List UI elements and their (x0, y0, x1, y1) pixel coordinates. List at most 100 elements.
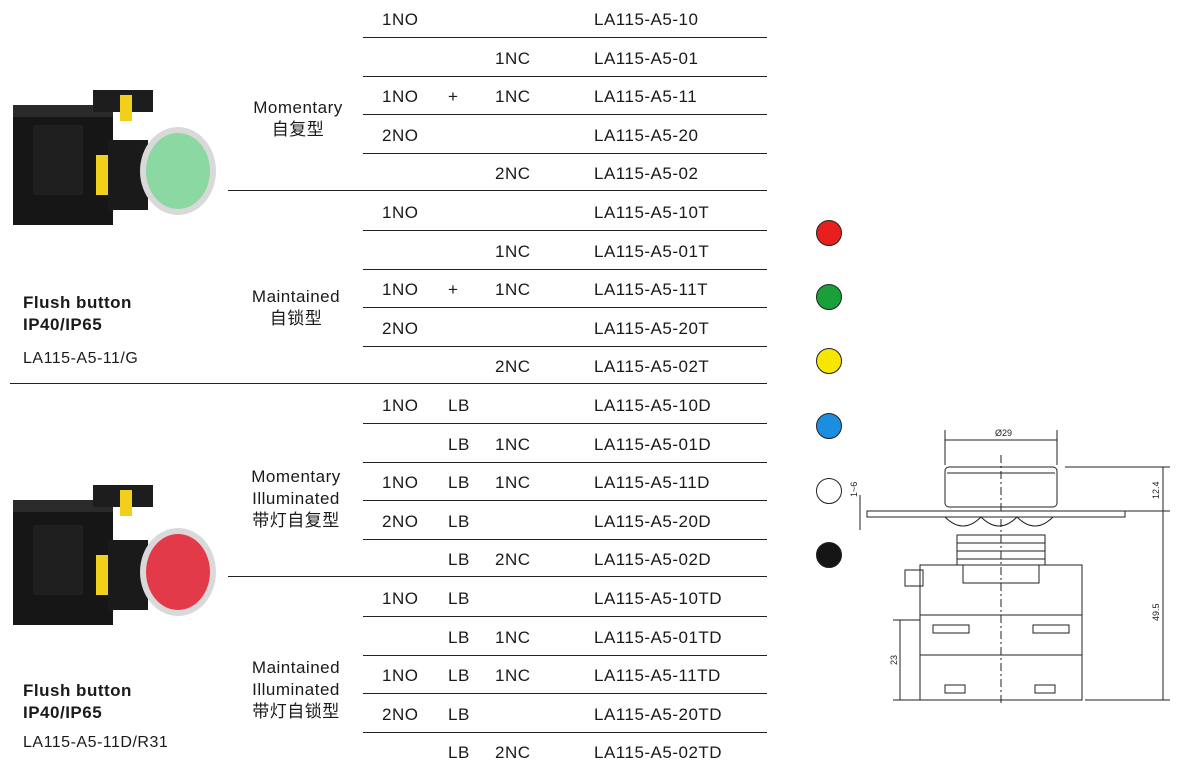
contact-lamp: LB (448, 627, 470, 647)
model-number: LA115-A5-02TD (594, 743, 723, 763)
group-divider (228, 576, 767, 577)
model-number: LA115-A5-01TD (594, 627, 723, 647)
row-divider (363, 37, 767, 38)
contact-no: 2NO (382, 511, 419, 531)
row-divider (363, 153, 767, 154)
row-divider (363, 655, 767, 656)
row-divider (363, 423, 767, 424)
contact-no: 1NO (382, 87, 419, 107)
model-number: LA115-A5-01 (594, 48, 699, 68)
model-number: LA115-A5-02 (594, 164, 699, 184)
product-title: Flush button (23, 293, 132, 312)
dimension-cap-height: 12.4 (1151, 481, 1161, 499)
contact-nc: 1NC (495, 87, 531, 107)
swatch-red (816, 220, 842, 246)
contact-lamp: LB (448, 704, 470, 724)
dimension-total-height: 49.5 (1151, 603, 1161, 621)
model-number: LA115-A5-20T (594, 318, 710, 338)
row-divider (363, 230, 767, 231)
model-number: LA115-A5-11TD (594, 666, 721, 686)
dimension-drawing: Ø29 1~6 12.4 49.5 23 (849, 428, 1170, 705)
contact-nc: 1NC (495, 666, 531, 686)
contact-no: 1NO (382, 280, 419, 300)
contact-no: 1NO (382, 203, 419, 222)
contact-lamp: + (448, 87, 459, 107)
row-divider (363, 500, 767, 501)
row-divider (363, 732, 767, 733)
model-number: LA115-A5-10 (594, 10, 699, 29)
contact-lamp: LB (448, 434, 470, 454)
model-number: LA115-A5-01D (594, 434, 712, 454)
contact-nc: 1NC (495, 280, 531, 300)
model-number: LA115-A5-10D (594, 396, 712, 415)
contact-nc: 2NC (495, 164, 531, 184)
product-title: Flush button (23, 681, 132, 700)
model-number: LA115-A5-11D (594, 473, 710, 493)
product-model: LA115-A5-11D/R31 (23, 734, 169, 751)
model-number: LA115-A5-11T (594, 280, 709, 300)
contact-no: 1NO (382, 396, 419, 415)
product-model: LA115-A5-11/G (23, 350, 139, 367)
contact-nc: 1NC (495, 434, 531, 454)
row-divider (363, 307, 767, 308)
contact-no: 1NO (382, 473, 419, 493)
model-number: LA115-A5-01T (594, 241, 710, 261)
contact-no: 1NO (382, 666, 419, 686)
swatch-white (816, 478, 842, 504)
green-button-cap (146, 133, 210, 209)
product-image-illuminated (13, 485, 216, 625)
dimension-diameter: Ø29 (995, 428, 1012, 438)
model-number: LA115-A5-20D (594, 511, 712, 531)
row-divider (363, 76, 767, 77)
contact-nc: 1NC (495, 241, 531, 261)
row-divider (363, 346, 767, 347)
dimension-panel: 1~6 (849, 482, 859, 497)
contact-nc: 2NC (495, 743, 531, 763)
row-divider (363, 693, 767, 694)
row-divider (363, 539, 767, 540)
contact-lamp: LB (448, 666, 470, 686)
model-number: LA115-A5-20TD (594, 704, 723, 724)
contact-no: 2NO (382, 704, 419, 724)
row-divider (363, 269, 767, 270)
contact-lamp: LB (448, 589, 470, 608)
contact-lamp: LB (448, 743, 470, 763)
product-rating: IP40/IP65 (23, 315, 103, 334)
contact-nc: 1NC (495, 48, 531, 68)
contact-nc: 1NC (495, 627, 531, 647)
swatch-yellow (816, 348, 842, 374)
red-button-cap (146, 534, 210, 610)
model-number: LA115-A5-20 (594, 125, 699, 145)
swatch-black (816, 542, 842, 568)
product-rating: IP40/IP65 (23, 703, 103, 722)
contact-no: 1NO (382, 589, 419, 608)
group-divider (228, 190, 767, 191)
dimension-base-height: 23 (889, 655, 899, 665)
contact-lamp: LB (448, 511, 470, 531)
model-number: LA115-A5-10TD (594, 589, 723, 608)
model-number: LA115-A5-02D (594, 550, 712, 570)
contact-no: 2NO (382, 318, 419, 338)
model-number: LA115-A5-11 (594, 87, 698, 107)
contact-lamp: LB (448, 473, 470, 493)
product-image-standard (13, 90, 216, 225)
swatch-green (816, 284, 842, 310)
model-number: LA115-A5-10T (594, 203, 710, 222)
contact-lamp: + (448, 280, 459, 300)
contact-nc: 1NC (495, 473, 531, 493)
model-number: LA115-A5-02T (594, 357, 710, 377)
contact-lamp: LB (448, 550, 470, 570)
row-divider (363, 114, 767, 115)
contact-no: 1NO (382, 10, 419, 29)
row-divider (363, 616, 767, 617)
swatch-blue (816, 413, 842, 439)
contact-lamp: LB (448, 396, 470, 415)
row-divider (363, 462, 767, 463)
contact-nc: 2NC (495, 357, 531, 377)
contact-no: 2NO (382, 125, 419, 145)
contact-nc: 2NC (495, 550, 531, 570)
